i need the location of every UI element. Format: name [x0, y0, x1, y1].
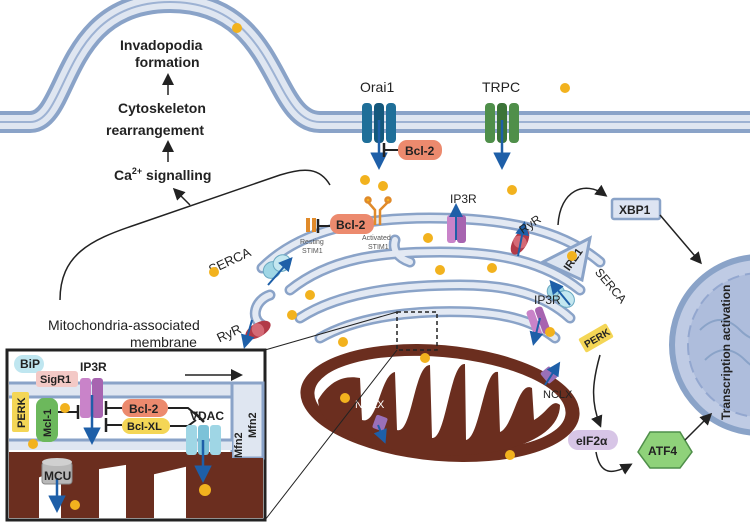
- perk-to-eif2a-arrow: [591, 354, 603, 428]
- ip3r-top-channel: [447, 203, 466, 243]
- endoplasmic-reticulum: [249, 212, 606, 344]
- ip3r-right-channel: [526, 306, 551, 338]
- stim1-resting: [306, 218, 330, 233]
- cytoskeleton-line1: Cytoskeleton: [118, 100, 206, 116]
- mam-zoom-box: [396, 311, 438, 351]
- mam-label-line2: membrane: [130, 334, 197, 350]
- inset-bclxl-label: Bcl-XL: [127, 421, 162, 433]
- trpc-label: TRPC: [482, 79, 520, 95]
- ca-signalling-label: Ca2+ signalling: [114, 166, 211, 183]
- serca-right-label: SERCA: [592, 265, 629, 306]
- perk-er-badge: [578, 323, 614, 353]
- nclx-left-label: NCLX: [355, 399, 385, 411]
- nclx-right-label: NCLX: [543, 389, 573, 401]
- inset-bip-badge: [14, 355, 44, 373]
- inset-bcl2-badge: [122, 399, 168, 417]
- xbp1-label: XBP1: [619, 203, 651, 217]
- ip3r-right-label: IP3R: [534, 293, 561, 307]
- inset-sigr1-label: SigR1: [40, 374, 71, 386]
- cytoskeleton-line2: rearrangement: [106, 122, 204, 138]
- atf4-badge: [637, 431, 693, 469]
- bcl2-er-badge: [330, 214, 374, 234]
- mitochondrion: [300, 343, 580, 463]
- xbp1-badge: [610, 197, 662, 221]
- inset-bcl2-label: Bcl-2: [129, 402, 159, 416]
- bcl2-er-label: Bcl-2: [336, 218, 366, 232]
- inset-mfn2-bottom-label: Mfn2: [233, 432, 245, 458]
- nclx-right-transporter: [540, 361, 561, 386]
- atf4-label: ATF4: [648, 444, 677, 458]
- ip3r-top-label: IP3R: [450, 192, 477, 206]
- inset-ip3r-channel: [80, 378, 103, 445]
- invadopodia-line1: Invadopodia: [120, 37, 203, 53]
- eif2a-label: eIF2α: [576, 434, 608, 448]
- eif2a-to-atf4-arrow: [595, 451, 633, 475]
- inset-mfn2-top-label: Mfn2: [247, 412, 259, 438]
- inset-calcium-ions: [28, 403, 211, 510]
- inset-vdac-label: VDAC: [190, 409, 224, 423]
- stim1-activated: [364, 196, 392, 225]
- nucleus: [669, 254, 750, 436]
- bcl2-orai-badge: [398, 140, 442, 160]
- eif2a-badge: [568, 430, 618, 450]
- inset-mcu-channel: [41, 458, 73, 513]
- inset-bip-label: BiP: [20, 357, 40, 371]
- xbp1-to-nucleus-arrow: [659, 214, 702, 265]
- nclx-left-transporter: [372, 414, 388, 444]
- orai1-channel: [362, 103, 396, 170]
- resting-stim1-line2: STIM1: [302, 248, 323, 255]
- inset-mcl1-badge: [36, 398, 58, 442]
- inset-vdac-channel: [186, 425, 221, 483]
- plasma-membrane: [0, 0, 750, 133]
- trpc-channel: [485, 103, 519, 170]
- invadopodia-line2: formation: [135, 54, 200, 70]
- inset-perk-label: PERK: [16, 397, 28, 428]
- activated-stim1-line2: STIM1: [368, 244, 389, 251]
- atf4-to-nucleus-arrow: [684, 412, 713, 441]
- calcium-ions: [209, 23, 577, 460]
- mam-label-line1: Mitochondria-associated: [48, 317, 200, 333]
- bcl2-orai-label: Bcl-2: [405, 144, 435, 158]
- transcription-label: Transcription activation: [719, 285, 733, 420]
- inset-mcu-label: MCU: [44, 469, 71, 483]
- orai1-label: Orai1: [360, 79, 394, 95]
- activated-stim1-line1: Activated: [362, 235, 391, 242]
- ire1-sensor: [539, 235, 593, 283]
- resting-stim1-line1: Resting: [300, 239, 324, 246]
- inset-bclxl-badge: [122, 418, 170, 434]
- inset-ip3r-label: IP3R: [80, 360, 107, 374]
- inset-perk-badge: [12, 392, 29, 432]
- ryr-left-label: RyR: [214, 321, 243, 345]
- inset-mcl1-label: Mcl-1: [42, 409, 54, 437]
- inset-sigr1-badge: [36, 371, 78, 387]
- mam-bracket: [59, 169, 331, 301]
- ire1-to-xbp1-arrow: [557, 184, 608, 226]
